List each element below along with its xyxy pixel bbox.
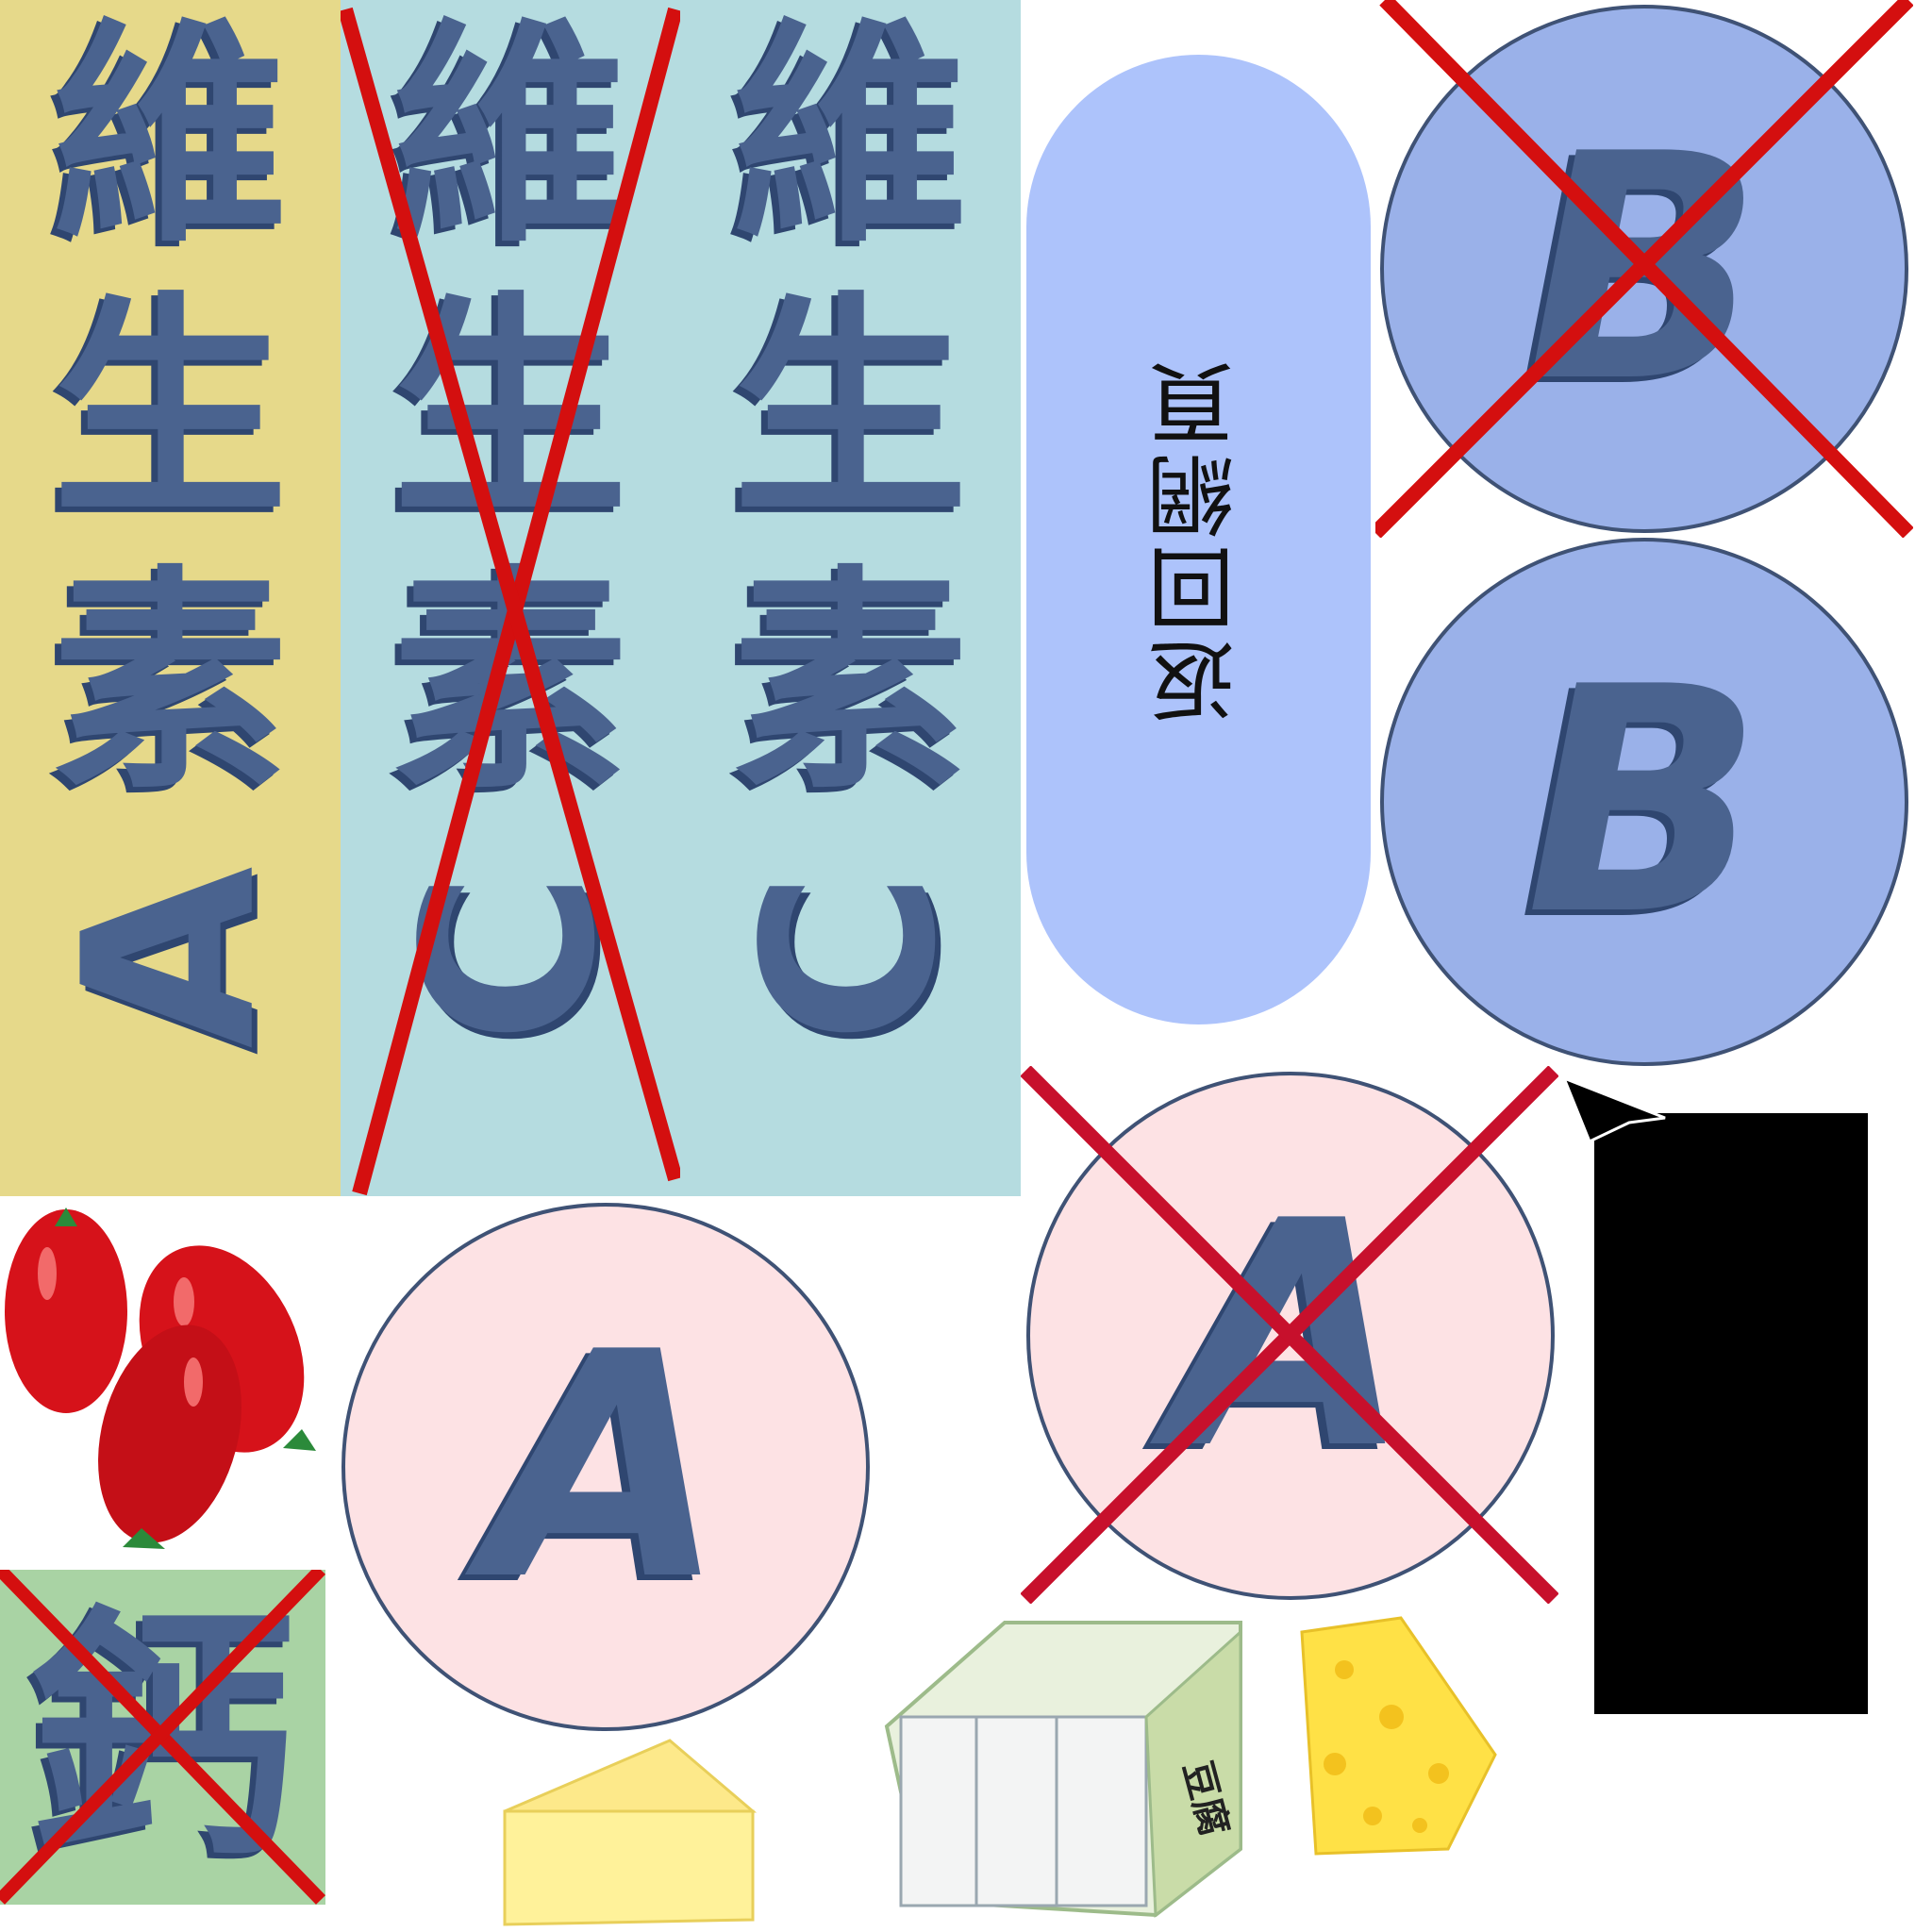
card-char-3: 素 <box>732 546 969 821</box>
card-char-4: C <box>712 871 988 1044</box>
card-vitamin-c[interactable]: 維 生 素 C <box>680 0 1021 1196</box>
card-char-1: 維 <box>52 0 289 274</box>
cross-mark-icon <box>341 7 680 1196</box>
token-a[interactable]: A <box>341 1203 870 1731</box>
cross-mark-icon <box>1375 0 1913 538</box>
card-char-1: 維 <box>392 0 628 274</box>
cheese-wedge-icon <box>503 1739 758 1926</box>
tofu-pack-icon: 豆腐 <box>884 1621 1242 1918</box>
tomato-icon <box>5 1208 316 1549</box>
card-vitamin-a[interactable]: 維 生 素 A <box>0 0 341 1196</box>
swiss-cheese-icon <box>1300 1616 1497 1856</box>
card-char-2: 生 <box>732 273 969 547</box>
card-vitamin-a-text: 維 生 素 A <box>0 19 341 1075</box>
cross-mark-icon <box>0 1570 325 1905</box>
cross-mark-icon <box>1021 1066 1558 1604</box>
card-vitamin-c-text: 維 生 素 C <box>680 19 1021 1075</box>
back-to-webpage-button[interactable]: 返回網頁 <box>1026 55 1371 1024</box>
card-char-1: 維 <box>732 0 969 274</box>
token-letter: A <box>485 1286 726 1648</box>
card-char-4: A <box>32 866 308 1049</box>
cursor-arrow-icon <box>1561 1075 1666 1144</box>
card-char-2: 生 <box>52 273 289 547</box>
back-button-label: 返回網頁 <box>1148 355 1249 724</box>
card-char-3: 素 <box>52 546 289 821</box>
token-b[interactable]: B <box>1380 538 1908 1066</box>
token-letter: B <box>1525 621 1763 983</box>
black-panel <box>1594 1113 1868 1714</box>
